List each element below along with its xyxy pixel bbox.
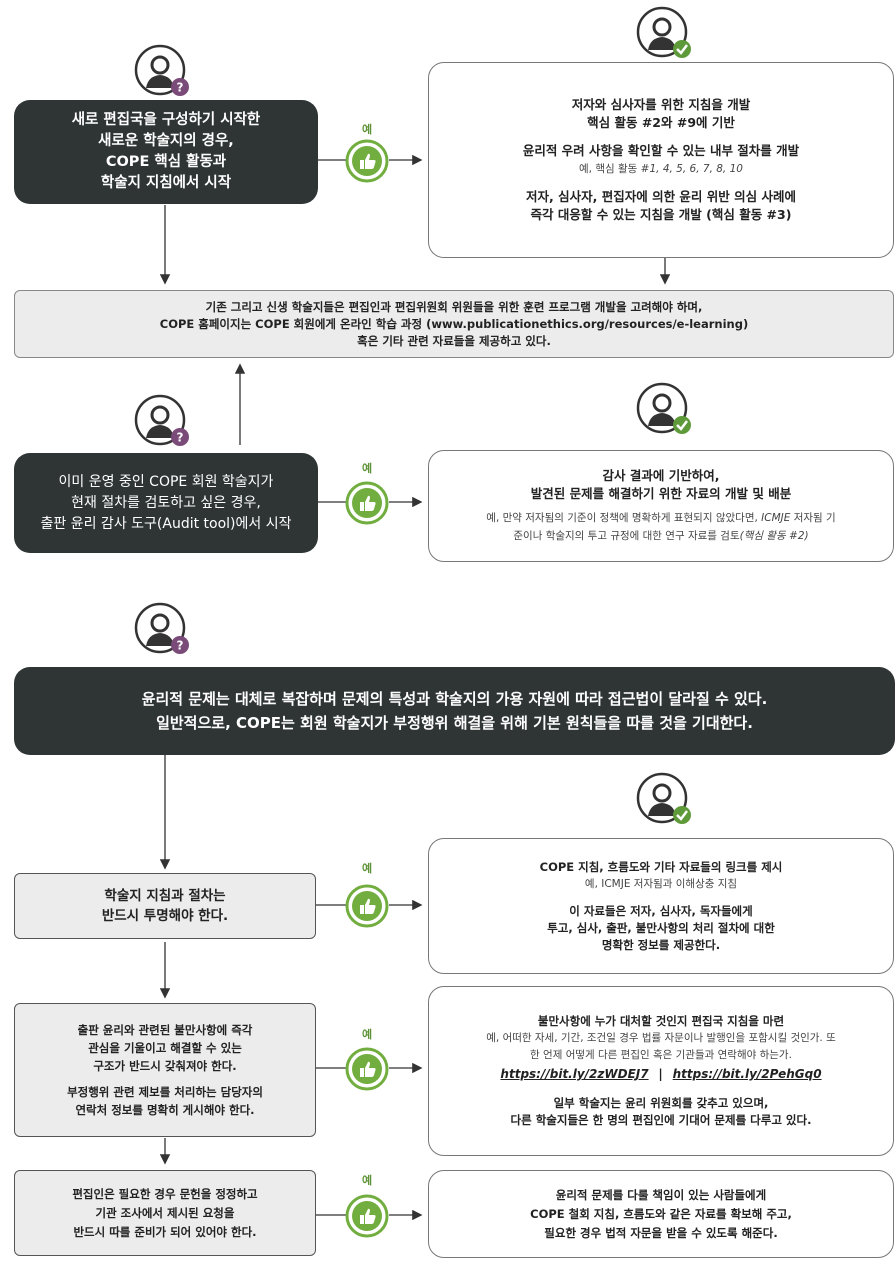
complaints-box: 출판 윤리와 관련된 불만사항에 즉각 관심을 기울이고 해결할 수 있는 구조… [14,1003,316,1137]
link-1[interactable]: https://bit.ly/2zWDEJ7 [500,1067,649,1081]
note-text: 저자됨 기 [790,512,836,524]
thumbs-up-badge-5 [345,1194,389,1238]
correction-result-line: 윤리적 문제를 다룰 책임이 있는 사람들에게 [555,1187,767,1202]
complaints-line: 부정행위 관련 제보를 처리하는 담당자의 [67,1085,263,1099]
correction-result-box: 윤리적 문제를 다룰 책임이 있는 사람들에게 COPE 철회 지침, 흐름도와… [428,1170,894,1258]
result-line: 윤리적 우려 사항을 확인할 수 있는 내부 절차를 개발 [522,143,800,158]
banner-line: 윤리적 문제는 대체로 복잡하며 문제의 특성과 학술지의 가용 자원에 따라 … [141,690,768,708]
training-line: 기존 그리고 신생 학술지들은 편집인과 편집위원회 위원들을 위한 훈련 프로… [205,299,703,314]
audit-title: 감사 결과에 기반하여, [602,468,720,483]
transparency-line: 반드시 투명해야 한다. [101,908,229,924]
audit-note: 예, 만약 저자됨의 기준이 정책에 명확하게 표현되지 않았다면, ICMJE… [486,509,835,527]
complaints-result-note: 예, 어떠한 자세, 기간, 조건일 경우 법률 자문이나 발행인을 포함시킬 … [486,1032,836,1044]
result-line: 핵심 활동 #2와 #9에 기반 [587,115,735,130]
complaints-line: 관심을 기울이고 해결할 수 있는 [88,1041,242,1055]
correction-box: 편집인은 필요한 경우 문헌을 정정하고 기관 조사에서 제시된 요청을 반드시… [14,1170,316,1256]
principles-banner: 윤리적 문제는 대체로 복잡하며 문제의 특성과 학술지의 가용 자원에 따라 … [14,667,895,755]
result-line: 저자와 심사자를 위한 지침을 개발 [571,97,751,112]
result-line: 저자, 심사자, 편집자에 의한 윤리 위반 의심 사례에 [526,189,796,204]
person-question-icon: ? [134,394,189,446]
transparency-result-box: COPE 지침, 흐름도와 기타 자료들의 링크를 제시 예, ICMJE 저자… [428,838,894,974]
new-journal-line: COPE 핵심 활동과 [105,154,227,170]
avatar-question-3: ? [134,602,194,662]
person-check-icon [636,382,691,434]
person-question-icon: ? [134,602,189,654]
avatar-check-2 [636,382,696,442]
yes-label-5: 예 [362,1174,373,1187]
audit-note: 준이나 학술지의 투고 규정에 대한 연구 자료를 검토(핵심 활동 #2) [513,527,808,545]
thumbs-up-icon [345,884,389,928]
existing-journal-line: 이미 운영 중인 COPE 회원 학술지가 [58,473,274,490]
links-row: https://bit.ly/2zWDEJ7 | https://bit.ly/… [500,1066,821,1083]
transparency-line: 학술지 지침과 절차는 [104,888,226,904]
note-italic: (핵심 활동 #2) [739,530,809,542]
complaints-result-box: 불만사항에 누가 대처할 것인지 편집국 지침을 마련 예, 어떠한 자세, 기… [428,986,894,1156]
new-journal-box: 새로 편집국을 구성하기 시작한 새로운 학술지의 경우, COPE 핵심 활동… [14,100,318,204]
complaints-line: 연락처 정보를 명확히 게시해야 한다. [75,1103,255,1117]
note-italic: ICMJE [761,512,791,524]
note-text: 예, 만약 저자됨의 기준이 정책에 명확하게 표현되지 않았다면, [486,512,762,524]
avatar-question-2: ? [134,394,194,454]
banner-line: 일반적으로, COPE는 회원 학술지가 부정행위 해결을 위해 기본 원칙들을… [156,714,753,732]
yes-label-1: 예 [362,123,373,136]
correction-result-line: COPE 철회 지침, 흐름도와 같은 자료를 확보해 주고, [530,1206,792,1221]
existing-journal-box: 이미 운영 중인 COPE 회원 학술지가 현재 절차를 검토하고 싶은 경우,… [14,453,318,553]
person-question-icon: ? [134,44,189,96]
person-check-icon [636,772,691,824]
yes-label-4: 예 [362,1028,373,1041]
thumbs-up-badge-2 [345,481,389,525]
thumbs-up-icon [345,1047,389,1091]
svg-text:?: ? [177,431,184,445]
note-prefix: 예, 핵심 활동 [579,163,641,175]
new-journal-result-box: 저자와 심사자를 위한 지침을 개발 핵심 활동 #2와 #9에 기반 윤리적 … [428,62,894,258]
correction-result-line: 필요한 경우 법적 자문을 받을 수 있도록 해준다. [544,1225,778,1240]
thumbs-up-badge-3 [345,884,389,928]
thumbs-up-icon [345,1194,389,1238]
complaints-result-note: 한 언제 어떻게 다른 편집인 혹은 기관들과 연락해야 하는가. [530,1049,792,1061]
avatar-check-1 [636,6,696,66]
correction-line: 기관 조사에서 제시된 요청을 [95,1205,235,1220]
yes-label-3: 예 [362,862,373,875]
transparency-result-body: 이 자료들은 저자, 심사자, 독자들에게 [569,903,753,918]
note-text: 준이나 학술지의 투고 규정에 대한 연구 자료를 검토 [513,530,740,542]
complaints-line: 구조가 반드시 갖춰져야 한다. [93,1059,237,1073]
note-items: #1, 4, 5, 6, 7, 8, 10 [640,163,743,175]
result-note: 예, 핵심 활동 #1, 4, 5, 6, 7, 8, 10 [579,160,743,178]
complaints-result-body: 다른 학술지들은 한 명의 편집인에 기대어 문제를 다루고 있다. [510,1113,812,1127]
audit-title: 발견된 문제를 해결하기 위한 자료의 개발 및 배분 [530,486,792,501]
complaints-result-body: 일부 학술지는 윤리 위원회를 갖추고 있으며, [553,1096,769,1110]
new-journal-line: 새로운 학술지의 경우, [98,133,234,149]
link-separator: | [658,1067,663,1081]
training-line: 혹은 기타 관련 자료들을 제공하고 있다. [357,333,551,348]
training-box: 기존 그리고 신생 학술지들은 편집인과 편집위원회 위원들을 위한 훈련 프로… [14,290,894,358]
transparency-result-body: 명확한 정보를 제공한다. [601,937,721,952]
transparency-result-note: 예, ICMJE 저자됨과 이해상충 지침 [584,877,738,890]
result-line: 즉각 대응할 수 있는 지침을 개발 (핵심 활동 #3) [530,207,792,222]
existing-journal-line: 출판 윤리 감사 도구(Audit tool)에서 시작 [40,515,292,532]
thumbs-up-icon [345,481,389,525]
thumbs-up-icon [345,139,389,183]
transparency-result-body: 투고, 심사, 출판, 불만사항의 처리 절차에 대한 [547,920,775,935]
person-check-icon [636,6,691,58]
transparency-result-title: COPE 지침, 흐름도와 기타 자료들의 링크를 제시 [539,859,783,874]
complaints-result-title: 불만사항에 누가 대처할 것인지 편집국 지침을 마련 [537,1014,785,1028]
training-line: COPE 홈페이지는 COPE 회원에게 온라인 학습 과정 (www.publ… [159,316,749,331]
existing-journal-line: 현재 절차를 검토하고 싶은 경우, [71,494,261,511]
audit-result-box: 감사 결과에 기반하여, 발견된 문제를 해결하기 위한 자료의 개발 및 배분… [428,450,894,562]
thumbs-up-badge-4 [345,1047,389,1091]
svg-text:?: ? [177,639,184,653]
new-journal-line: 학술지 지침에서 시작 [100,175,232,191]
svg-text:?: ? [177,81,184,95]
correction-line: 반드시 따를 준비가 되어 있어야 한다. [73,1224,257,1239]
avatar-question-1: ? [134,44,194,104]
link-2[interactable]: https://bit.ly/2PehGq0 [672,1067,822,1081]
new-journal-line: 새로 편집국을 구성하기 시작한 [71,112,261,128]
thumbs-up-badge-1 [345,139,389,183]
complaints-line: 출판 윤리와 관련된 불만사항에 즉각 [77,1023,253,1037]
yes-label-2: 예 [362,462,373,475]
transparency-box: 학술지 지침과 절차는 반드시 투명해야 한다. [14,873,316,939]
avatar-check-3 [636,772,696,832]
correction-line: 편집인은 필요한 경우 문헌을 정정하고 [72,1186,258,1201]
